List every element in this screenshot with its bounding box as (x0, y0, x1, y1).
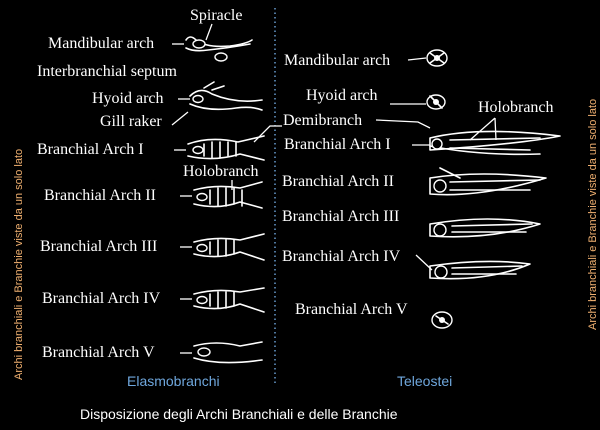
hyoid-arch-drawing (189, 81, 263, 111)
elasmo-branchial-arch-1-drawing (187, 135, 265, 161)
teleost-leader-holobranch (469, 117, 497, 141)
label-branchial-arch-1: Branchial Arch I (37, 141, 144, 158)
label-branchial-arch-2: Branchial Arch II (44, 187, 156, 204)
teleost-label-branchial-arch-3: Branchial Arch III (282, 208, 399, 225)
teleost-label-hyoid-arch: Hyoid arch (306, 87, 378, 104)
teleost-label-branchial-arch-4: Branchial Arch IV (282, 248, 401, 265)
teleost-label-branchial-arch-2: Branchial Arch II (282, 173, 394, 190)
mandibular-arch-drawing (185, 36, 253, 62)
figure-caption: Disposizione degli Archi Branchiali e de… (80, 406, 398, 422)
teleost-branchial-arch-4-drawing (429, 260, 531, 280)
elasmo-branchial-arch-4-drawing (193, 287, 265, 313)
teleost-label-mandibular-arch: Mandibular arch (284, 52, 390, 69)
teleost-label-holobranch: Holobranch (478, 99, 554, 116)
label-gill-raker: Gill raker (100, 113, 162, 130)
label-holobranch: Holobranch (183, 163, 259, 180)
elasmo-branchial-arch-3-drawing (193, 233, 265, 261)
teleost-hyoid-drawing (426, 94, 446, 110)
label-branchial-arch-4: Branchial Arch IV (42, 290, 161, 307)
label-interbranchial-septum: Interbranchial septum (37, 63, 178, 80)
teleost-mandibular-drawing (426, 49, 448, 67)
left-side-caption: Archi branchiali e Branchie viste da un … (13, 149, 25, 380)
teleost-branchial-arch-1-drawing (429, 130, 561, 156)
section-header-teleostei: Teleostei (397, 373, 452, 389)
teleost-branchial-arch-3-drawing (429, 218, 541, 238)
teleost-leader-demibranch (375, 119, 431, 129)
section-header-elasmobranchi: Elasmobranchi (127, 373, 220, 389)
right-side-caption: Archi branchiali e Branchie viste da un … (587, 99, 599, 330)
elasmobranch-column: Spiracle Mandibular arch Interbranchial … (37, 7, 265, 389)
elasmo-branchial-arch-2-drawing (193, 181, 263, 209)
leader-gill-raker (171, 111, 189, 126)
teleost-leader-mandibular (407, 57, 427, 61)
teleost-column: Mandibular arch Hyoid arch Holobranch De… (253, 49, 561, 389)
leader-demibranch-to-elasmo (253, 125, 282, 143)
teleost-label-branchial-arch-5: Branchial Arch V (295, 301, 408, 318)
label-mandibular-arch: Mandibular arch (48, 35, 154, 52)
teleost-label-demibranch: Demibranch (283, 112, 362, 129)
leader-spiracle (205, 23, 213, 41)
label-hyoid-arch: Hyoid arch (92, 90, 164, 107)
teleost-branchial-arch-5-drawing (431, 311, 453, 329)
label-spiracle: Spiracle (190, 7, 242, 24)
label-branchial-arch-3: Branchial Arch III (40, 238, 157, 255)
label-branchial-arch-5: Branchial Arch V (42, 344, 155, 361)
teleost-branchial-arch-2-drawing (429, 167, 547, 196)
teleost-label-branchial-arch-1: Branchial Arch I (284, 136, 391, 153)
elasmo-branchial-arch-5-drawing (193, 341, 263, 364)
